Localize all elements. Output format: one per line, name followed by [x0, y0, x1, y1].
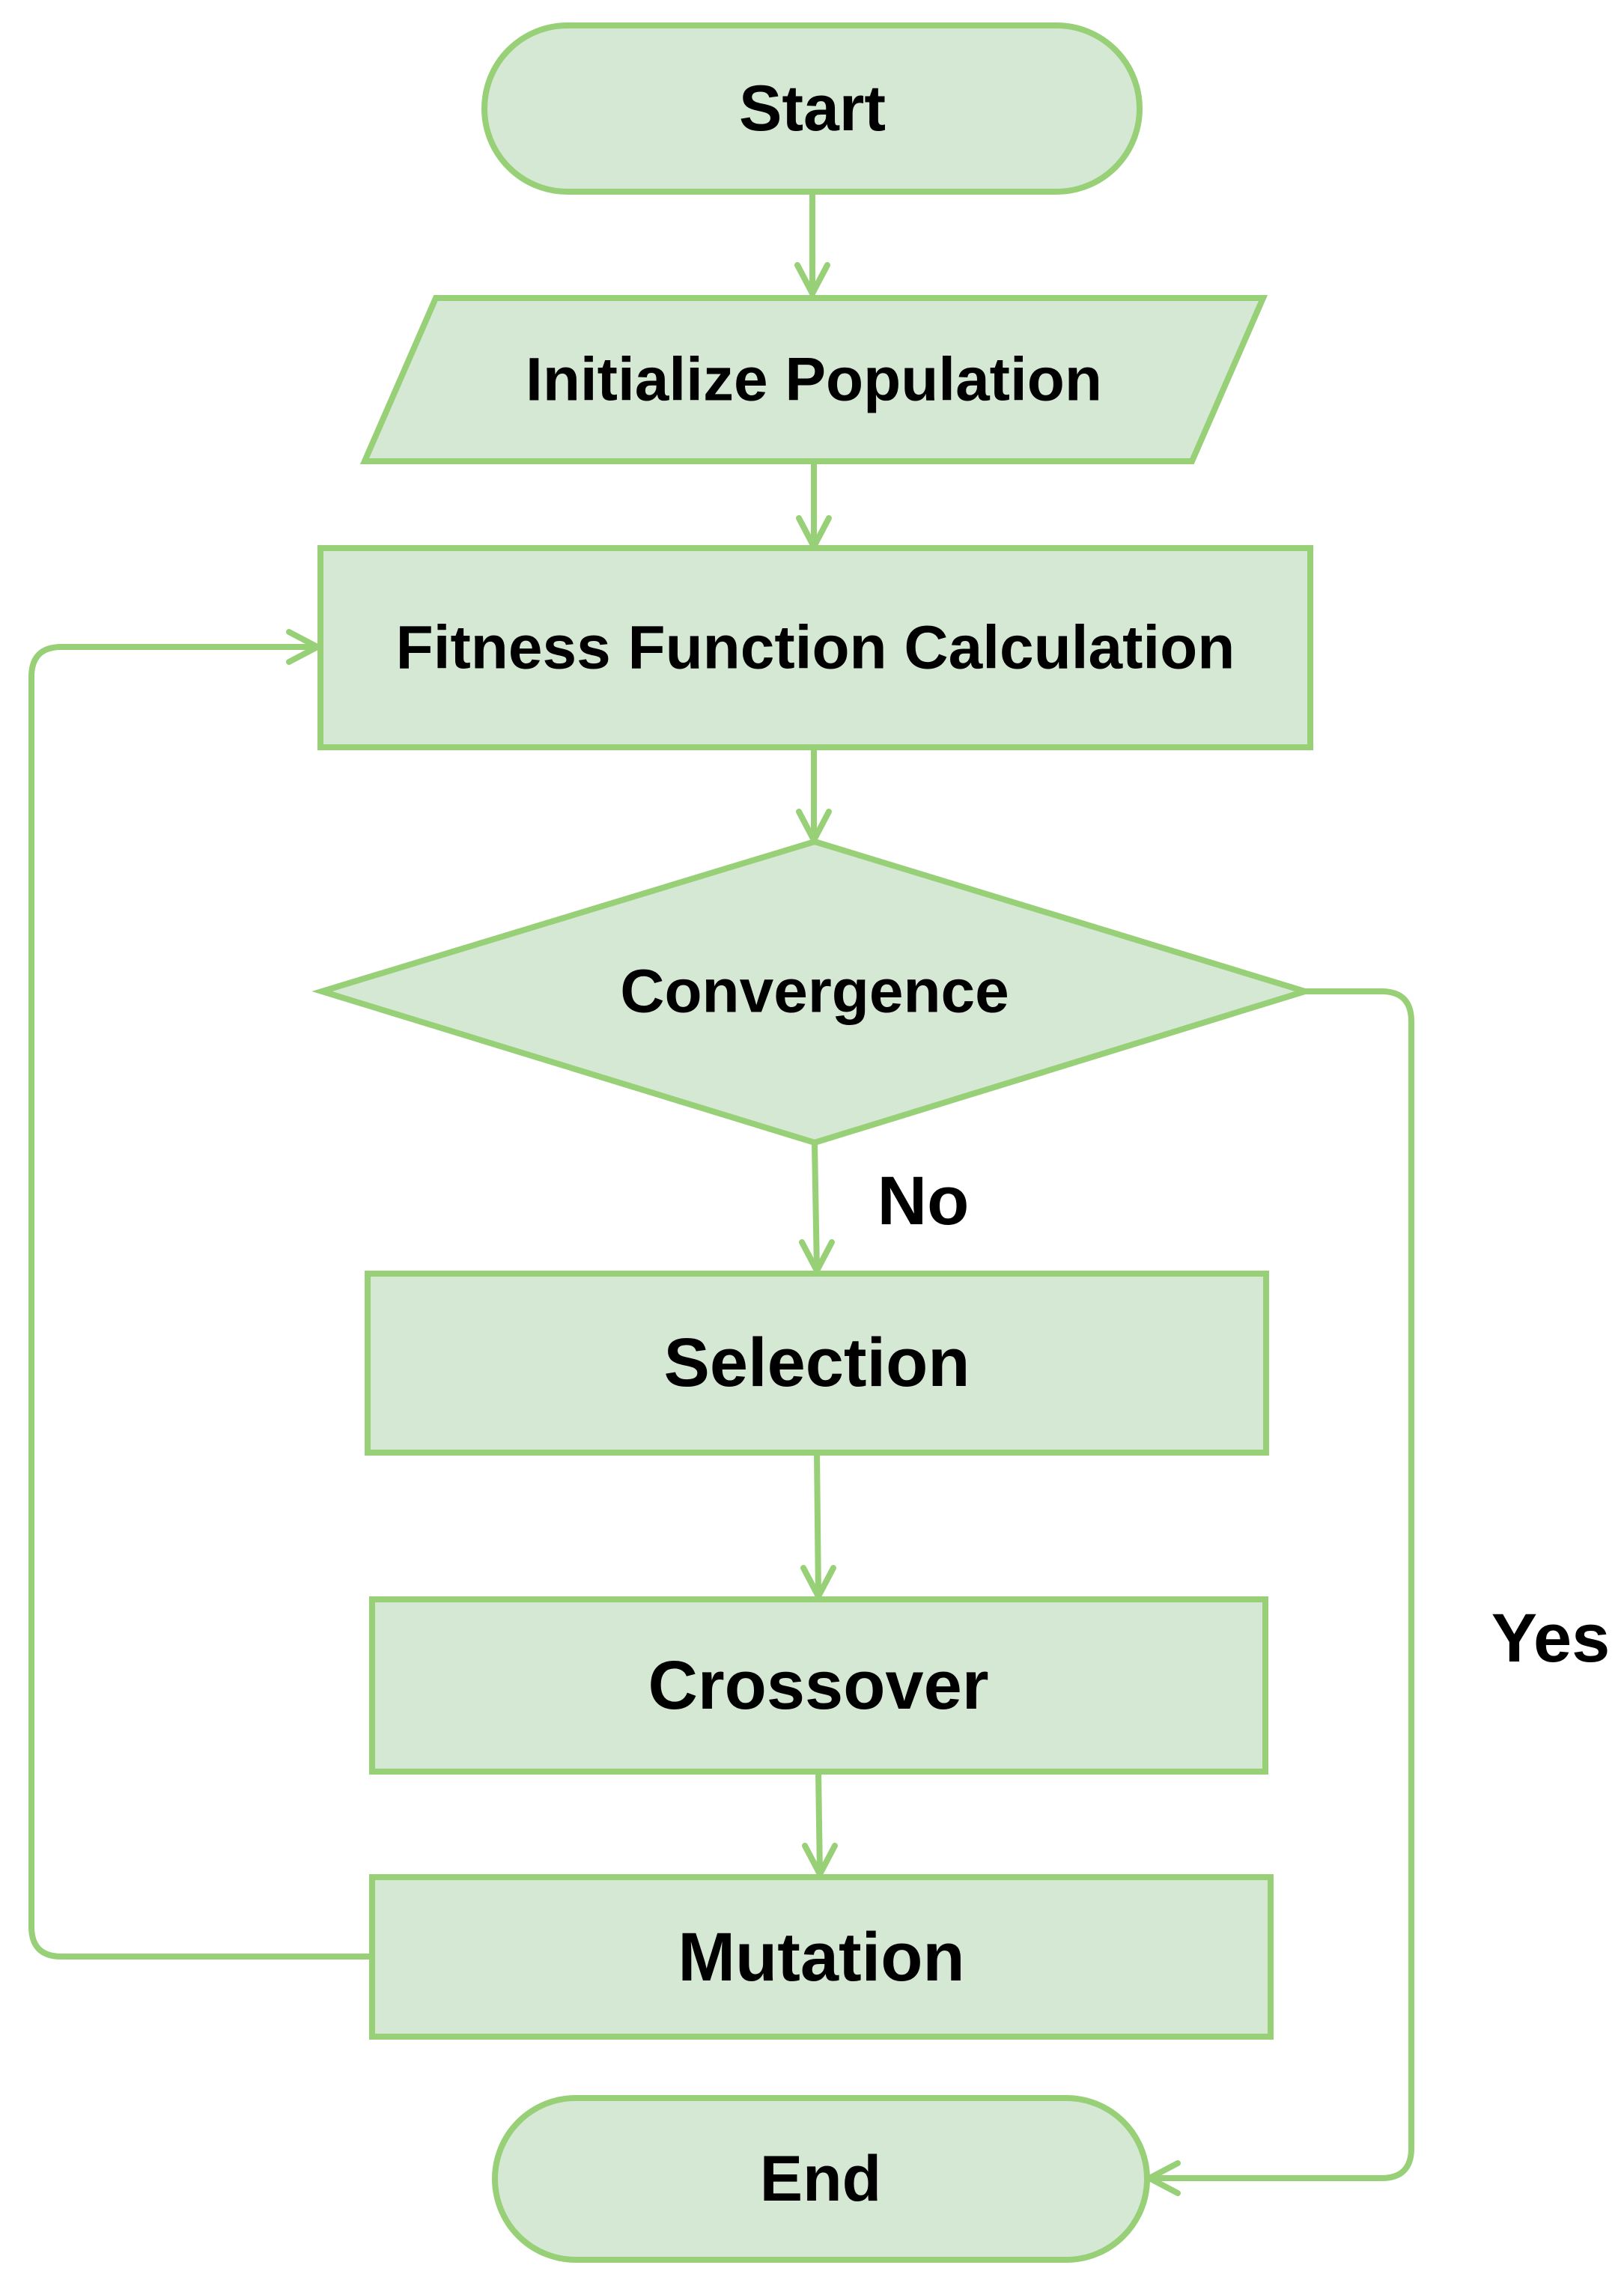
nodes: Start Initialize Population Fitness Func…: [311, 22, 1316, 2263]
edge-mutation-to-fitness: [28, 629, 373, 1960]
edge-start-to-init: [794, 192, 830, 297]
end-node: End: [492, 2095, 1150, 2263]
start-label: Start: [739, 73, 886, 145]
edge-fitness-to-convergence: [796, 746, 832, 843]
initialize-population-label: Initialize Population: [526, 346, 1102, 414]
edge-selection-to-crossover: [800, 1450, 836, 1599]
end-label: End: [760, 2143, 881, 2215]
initialize-population-node: Initialize Population: [359, 295, 1268, 464]
selection-node: Selection: [365, 1271, 1269, 1456]
no-edge-label: No: [878, 1163, 970, 1239]
edge-convergence-to-selection: [799, 1141, 835, 1274]
crossover-node: Crossover: [369, 1596, 1268, 1775]
convergence-label: Convergence: [620, 958, 1009, 1026]
edge-crossover-to-mutation: [802, 1769, 838, 1877]
convergence-decision-node: Convergence: [311, 838, 1316, 1146]
edge-init-to-fitness: [796, 461, 832, 550]
edge-labels: No Yes: [878, 1163, 1611, 1676]
mutation-node: Mutation: [369, 1874, 1274, 2040]
mutation-label: Mutation: [678, 1919, 964, 1995]
start-node: Start: [481, 22, 1143, 195]
yes-edge-label: Yes: [1491, 1600, 1611, 1676]
crossover-label: Crossover: [648, 1647, 988, 1724]
arrowhead: [794, 262, 830, 297]
fitness-function-label: Fitness Function Calculation: [396, 614, 1235, 682]
selection-label: Selection: [663, 1325, 970, 1401]
fitness-function-node: Fitness Function Calculation: [317, 545, 1313, 750]
